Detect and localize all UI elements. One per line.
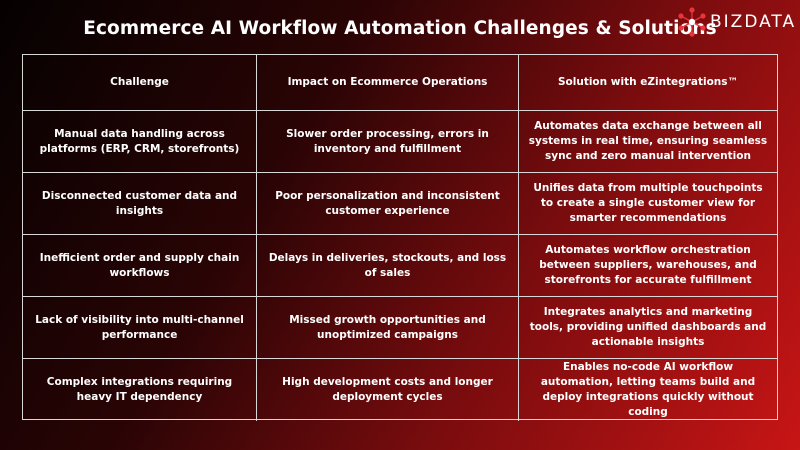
- table-cell: Complex integrations requiring heavy IT …: [23, 359, 257, 421]
- table-cell: Manual data handling across platforms (E…: [23, 111, 257, 173]
- table-cell: Missed growth opportunities and unoptimi…: [257, 297, 519, 359]
- bizdata-logo-icon: [678, 7, 706, 37]
- table-cell: Inefficient order and supply chain workf…: [23, 235, 257, 297]
- table-cell: Integrates analytics and marketing tools…: [519, 297, 777, 359]
- table-cell: Poor personalization and inconsistent cu…: [257, 173, 519, 235]
- table-header-cell: Solution with eZintegrations™: [519, 55, 777, 111]
- table-cell: Unifies data from multiple touchpoints t…: [519, 173, 777, 235]
- brand-name: BIZDATA: [710, 12, 797, 32]
- page-title: Ecommerce AI Workflow Automation Challen…: [83, 18, 717, 39]
- table-header-cell: Challenge: [23, 55, 257, 111]
- table-header-cell: Impact on Ecommerce Operations: [257, 55, 519, 111]
- table-cell: Slower order processing, errors in inven…: [257, 111, 519, 173]
- table-cell: Automates workflow orchestration between…: [519, 235, 777, 297]
- table-cell: High development costs and longer deploy…: [257, 359, 519, 421]
- table-cell: Enables no-code AI workflow automation, …: [540, 361, 756, 418]
- table-cell: Delays in deliveries, stockouts, and los…: [257, 235, 519, 297]
- table-cell: Disconnected customer data and insights: [23, 173, 257, 235]
- brand-logo: BIZDATA: [676, 6, 796, 38]
- table-cell: Automates data exchange between all syst…: [519, 111, 777, 173]
- table-cell: Lack of visibility into multi-channel pe…: [23, 297, 257, 359]
